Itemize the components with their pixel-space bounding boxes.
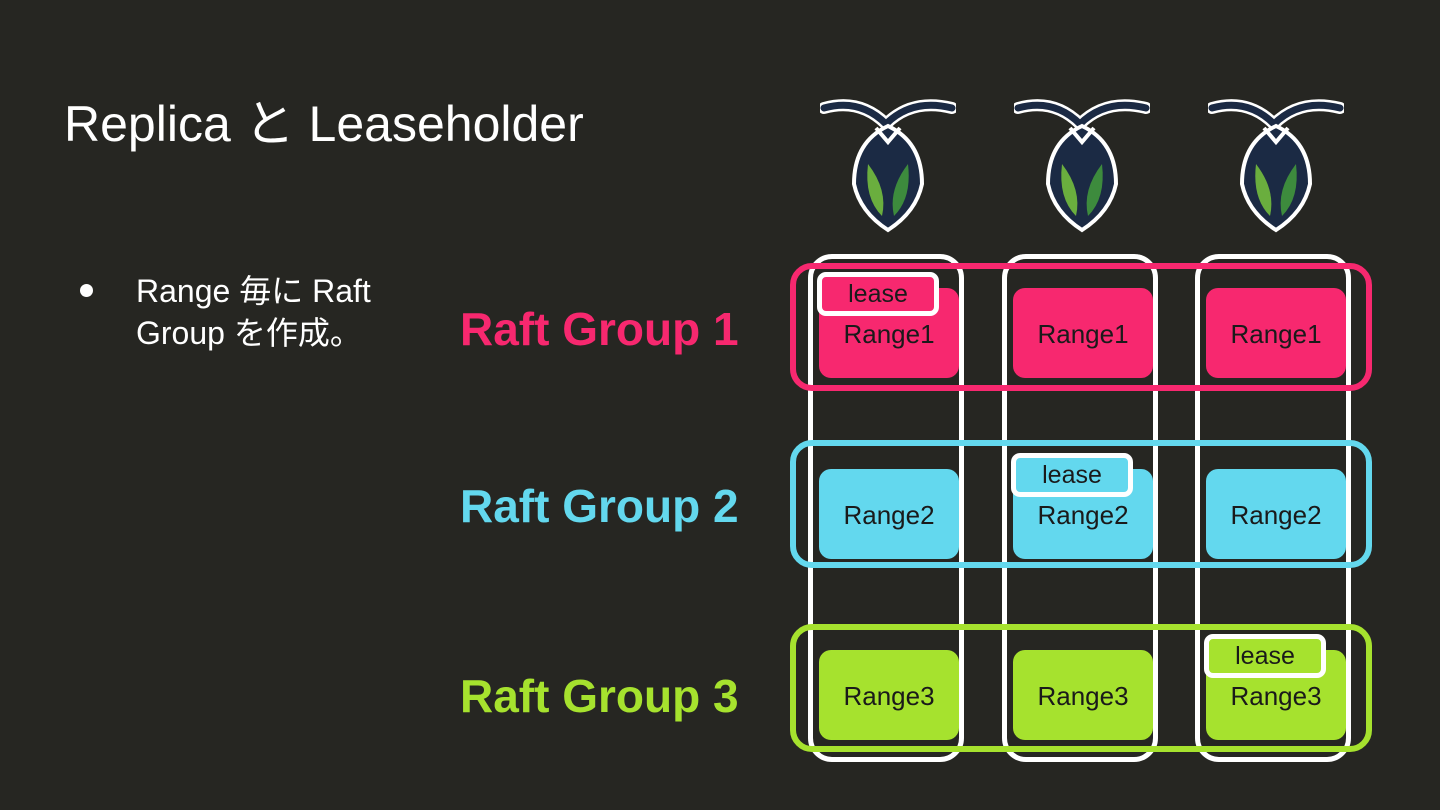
cockroachdb-logo-icon (820, 99, 956, 233)
lease-tag-group-1: lease (817, 272, 939, 316)
lease-tag-group-2: lease (1011, 453, 1133, 497)
node-column-3 (1195, 254, 1351, 762)
raft-group-2-box (790, 440, 1372, 568)
range-1-replica-node-2: Range1 (1013, 288, 1153, 378)
node-column-1 (808, 254, 964, 762)
raft-group-2-label: Raft Group 2 (460, 480, 739, 532)
node-column-2 (1002, 254, 1158, 762)
raft-group-3-box (790, 624, 1372, 752)
range-3-replica-node-2: Range3 (1013, 650, 1153, 740)
bullet-dot-icon (80, 284, 93, 297)
range-2-replica-node-1: Range2 (819, 469, 959, 559)
range-1-replica-node-3: Range1 (1206, 288, 1346, 378)
cockroachdb-logo-icon (1208, 99, 1344, 233)
slide-title: Replica と Leaseholder (64, 96, 584, 152)
raft-group-1-label: Raft Group 1 (460, 303, 739, 355)
range-3-replica-node-1: Range3 (819, 650, 959, 740)
bullet-text: Range 毎に Raft Group を作成。 (136, 273, 371, 351)
raft-group-3-label: Raft Group 3 (460, 670, 739, 722)
bullet-list: Range 毎に Raft Group を作成。 (78, 270, 418, 354)
cockroachdb-logo-icon (1014, 99, 1150, 233)
bullet-item: Range 毎に Raft Group を作成。 (78, 270, 418, 354)
raft-group-1-box (790, 263, 1372, 391)
lease-tag-group-3: lease (1204, 634, 1326, 678)
range-2-replica-node-3: Range2 (1206, 469, 1346, 559)
